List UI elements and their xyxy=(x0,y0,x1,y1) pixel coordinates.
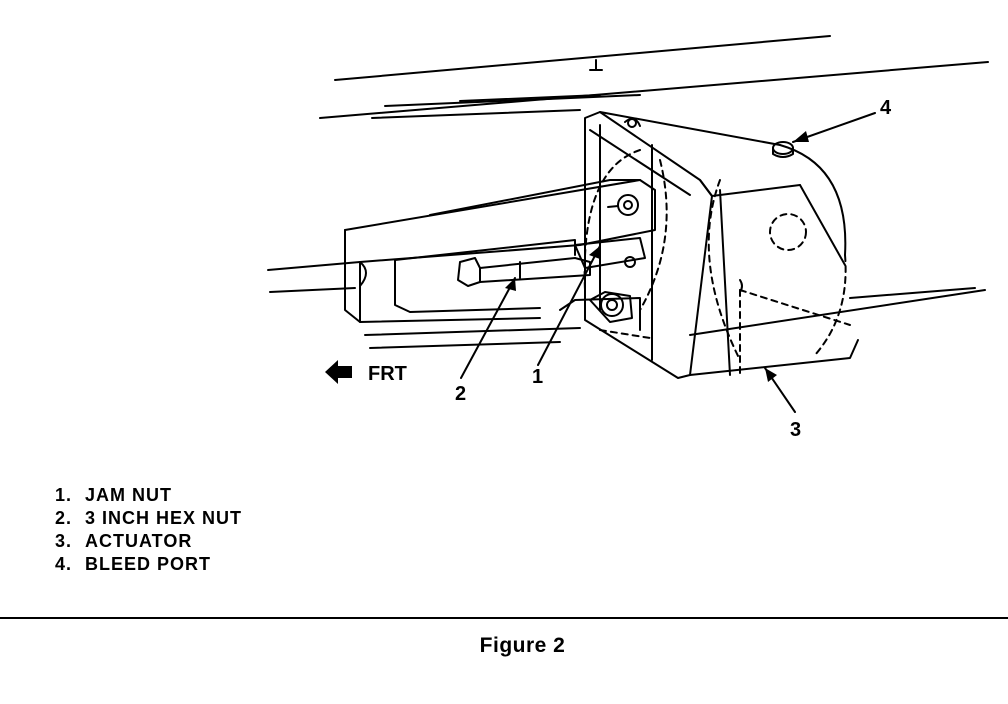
callout-1: 1 xyxy=(532,366,543,388)
legend-number: 1. xyxy=(55,485,73,505)
legend-item: 4. BLEED PORT xyxy=(55,553,242,576)
legend-number: 3. xyxy=(55,531,73,551)
legend-item: 3. ACTUATOR xyxy=(55,530,242,553)
rod-icon xyxy=(267,261,367,293)
arrowhead-2 xyxy=(505,278,516,291)
legend-label: BLEED PORT xyxy=(85,554,212,574)
legend-label: ACTUATOR xyxy=(85,531,193,551)
figure-caption: Figure 2 xyxy=(479,634,566,657)
bracket-icon xyxy=(344,179,656,331)
callout-2: 2 xyxy=(455,383,466,405)
parts-legend: 1. JAM NUT 2. 3 INCH HEX NUT 3. ACTUATOR 4.… xyxy=(55,484,242,576)
legend-label: JAM NUT xyxy=(85,485,172,505)
legend-label: 3 INCH HEX NUT xyxy=(85,508,243,528)
callout-4: 4 xyxy=(880,97,892,119)
actuator-icon xyxy=(583,111,859,379)
front-direction-arrow-icon xyxy=(325,360,352,384)
hex-nut-icon xyxy=(457,257,591,287)
arrowhead-3 xyxy=(765,368,777,382)
jam-nut-icon xyxy=(574,194,646,323)
frame-rail-icon xyxy=(319,35,989,349)
front-direction-label: FRT xyxy=(368,363,407,385)
legend-number: 2. xyxy=(55,508,73,528)
divider-rule xyxy=(0,617,1008,619)
bleed-port-icon xyxy=(772,141,794,158)
legend-item: 2. 3 INCH HEX NUT xyxy=(55,507,242,530)
arrowhead-4 xyxy=(793,131,809,142)
actuator-diagram: FRT 4 1 2 3 xyxy=(267,35,989,441)
legend-item: 1. JAM NUT xyxy=(55,484,242,507)
legend-number: 4. xyxy=(55,554,73,574)
arrowhead-1 xyxy=(589,246,600,259)
callout-3: 3 xyxy=(790,419,801,441)
